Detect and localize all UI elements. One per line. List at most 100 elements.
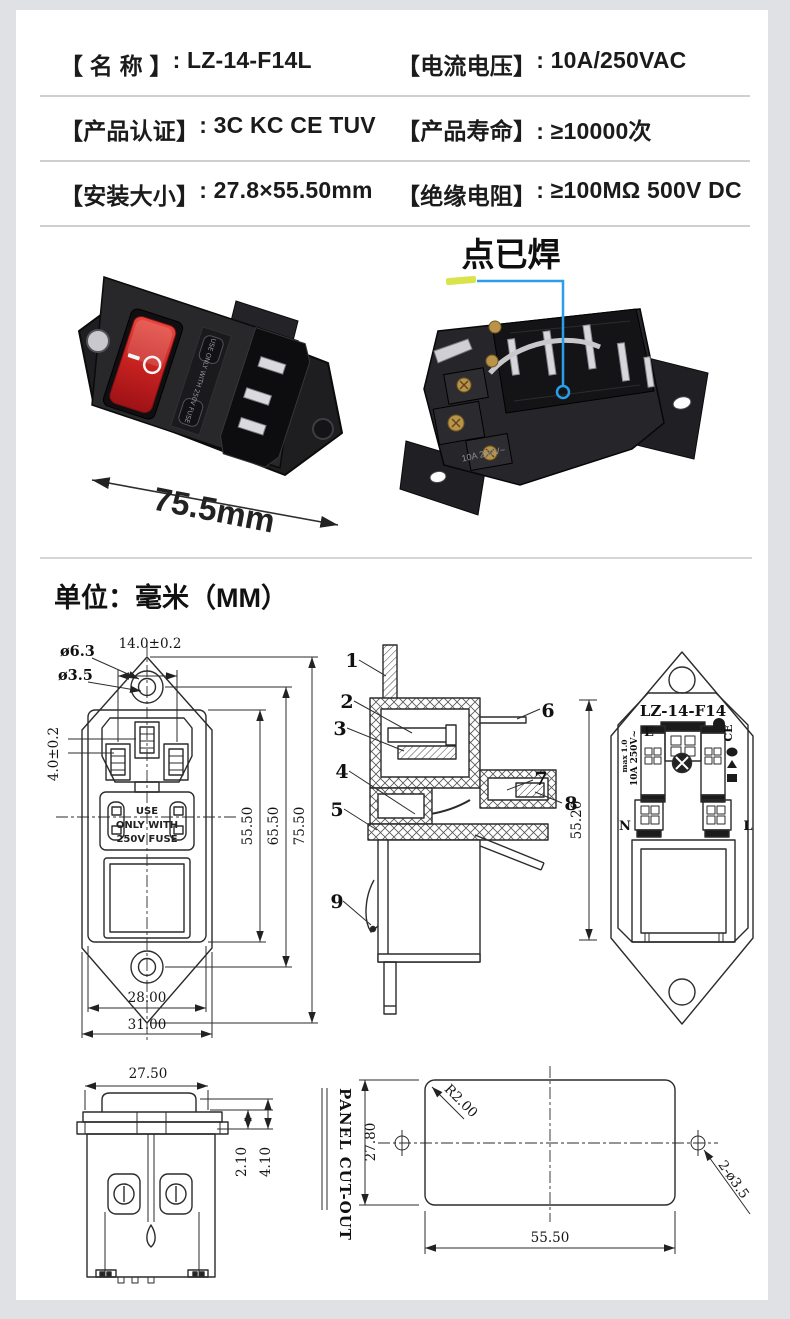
dim-label: ø6.3 xyxy=(60,643,95,660)
fuse-text-line: USE xyxy=(136,806,158,817)
product-photo-back: 10A 250V~ 点已焊 xyxy=(399,236,709,516)
rear-outline xyxy=(610,651,754,1025)
spec-label: 【产品认证】 xyxy=(60,117,200,144)
title-underline xyxy=(321,1088,328,1210)
rating-max-label: max 1.0 xyxy=(620,740,629,773)
callout-number: 3 xyxy=(333,718,346,740)
mounting-hole-icon xyxy=(429,470,447,484)
terminal-label-n: N xyxy=(619,819,631,834)
spec-cell: 【产品认证】 : 3C KC CE TUV xyxy=(40,112,397,146)
callout-number: 5 xyxy=(331,799,344,821)
switch-o-marking xyxy=(142,355,162,375)
front-view-outline xyxy=(81,656,213,1024)
section-outline xyxy=(365,644,557,1015)
fuse-warning-text: USE ONLY WITH 250V FUSE xyxy=(116,806,178,845)
photo-dimension-label: 75.5mm xyxy=(150,480,278,540)
spec-label: 【绝缘电阻】 xyxy=(397,182,537,209)
spec-label: 【 名 称 】 xyxy=(60,52,173,79)
inlet-pin-icon xyxy=(237,416,267,436)
ce-mark-label: CE xyxy=(722,724,735,741)
rocker-switch xyxy=(102,308,184,420)
spec-value: : 3C KC CE TUV xyxy=(199,111,376,138)
spec-value: : LZ-14-F14L xyxy=(172,46,312,73)
spec-value: : ≥100MΩ 500V DC xyxy=(536,176,742,203)
terminal-label-l: L xyxy=(743,819,752,834)
callout-number: 2 xyxy=(340,691,353,713)
callout-leader-line xyxy=(477,279,565,386)
inlet-pin-icon xyxy=(257,356,287,375)
callout-number: 6 xyxy=(541,700,554,722)
rear-model-label: LZ-14-F14 xyxy=(640,702,726,720)
spec-label: 【产品寿命】 xyxy=(397,117,537,144)
spec-row: 【安装大小】 : 27.8×55.50mm 【绝缘电阻】 : ≥100MΩ 50… xyxy=(40,162,750,227)
spec-table: 【 名 称 】 : LZ-14-F14L 【电流电压】 : 10A/250VAC… xyxy=(40,32,750,227)
solder-point-circle xyxy=(555,384,571,400)
dim-label: 4.10 xyxy=(258,1147,274,1177)
spec-label: 【安装大小】 xyxy=(60,182,200,209)
metal-link xyxy=(488,337,602,375)
dim-label: ø3.5 xyxy=(58,667,93,684)
callout-number: 4 xyxy=(335,761,348,783)
drawing-panel-cutout: PANEL CUT-OUT R2.00 27.80 55.50 2-ø3.5 xyxy=(321,1066,752,1254)
fuse-text-line: 250V FUSE xyxy=(116,834,177,845)
housing-edges xyxy=(509,320,641,402)
certification-logos-icon xyxy=(713,718,738,782)
dim-label: 27.50 xyxy=(129,1066,168,1082)
inlet-back-housing xyxy=(491,308,655,414)
screw-slots xyxy=(451,380,495,458)
drawing-front-view: USE ONLY WITH 250V FUSE 14.0±0.2 ø6.3 ø3… xyxy=(46,636,318,1040)
callout-number: 8 xyxy=(564,793,577,815)
spec-row: 【 名 称 】 : LZ-14-F14L 【电流电压】 : 10A/250VAC xyxy=(40,32,750,97)
dim-label: 55.50 xyxy=(240,807,256,846)
fuse-text-line: ONLY WITH xyxy=(116,820,178,831)
terminal-label-e: E xyxy=(644,725,654,740)
drawing-cross-section: 1 2 3 4 5 6 7 8 9 55.20 xyxy=(331,644,597,1015)
inlet-pin-icon xyxy=(243,387,273,406)
dim-label: 55.20 xyxy=(569,801,585,840)
mounting-hole-icon xyxy=(672,396,692,410)
solder-callout-label: 点已焊 xyxy=(462,236,561,273)
drawing-rear-view: LZ-14-F14 E N L 10A 250V~ max 1.0 CE xyxy=(610,651,754,1025)
dim-label: R2.00 xyxy=(441,1081,481,1121)
mounting-holes xyxy=(394,1130,706,1156)
spec-row: 【产品认证】 : 3C KC CE TUV 【产品寿命】 : ≥10000次 xyxy=(40,97,750,162)
units-heading: 单位：毫米（MM） xyxy=(54,583,288,613)
dim-label: 2-ø3.5 xyxy=(714,1158,752,1202)
spec-cell: 【 名 称 】 : LZ-14-F14L xyxy=(40,47,397,81)
section-divider xyxy=(40,557,752,559)
dim-label: 2.10 xyxy=(234,1147,250,1177)
front-view-dimensions: 14.0±0.2 ø6.3 ø3.5 4.0±0.2 55.50 65.50 7… xyxy=(46,636,318,1038)
spec-cell: 【产品寿命】 : ≥10000次 xyxy=(397,112,750,146)
switch-line-marking xyxy=(127,353,140,361)
cutout-rect xyxy=(424,1079,676,1206)
product-photo-front: USE ONLY WITH 250V FUSE 75.5mm xyxy=(78,275,343,540)
rating-label: 10A 250V~ xyxy=(630,730,640,786)
section-dimension: 55.20 xyxy=(569,699,597,941)
side-dimensions: 27.50 2.10 4.10 xyxy=(84,1066,274,1177)
spec-value: : 10A/250VAC xyxy=(536,46,687,73)
iec-inlet xyxy=(220,326,311,468)
spec-label: 【电流电压】 xyxy=(397,52,537,79)
product-photos: USE ONLY WITH 250V FUSE 75.5mm xyxy=(78,236,709,540)
callout-number: 9 xyxy=(331,891,344,913)
spec-value: : 27.8×55.50mm xyxy=(199,176,373,203)
dim-label: 4.0±0.2 xyxy=(46,727,62,781)
dim-label: 27.80 xyxy=(363,1123,379,1162)
highlight-mark-icon xyxy=(445,275,477,286)
section-callouts: 1 2 3 4 5 6 7 8 9 xyxy=(331,650,578,926)
callout-number: 7 xyxy=(534,768,547,790)
drawing-side-view: 27.50 2.10 4.10 xyxy=(76,1066,274,1284)
page-card: 【 名 称 】 : LZ-14-F14L 【电流电压】 : 10A/250VAC… xyxy=(16,10,768,1300)
mounting-hole-icon xyxy=(312,418,334,440)
callout-number: 1 xyxy=(345,650,358,672)
panel-cutout-title: PANEL CUT-OUT xyxy=(336,1088,354,1241)
center-lines xyxy=(378,1066,718,1222)
side-outline xyxy=(76,1092,229,1284)
dim-label: 31.00 xyxy=(128,1017,167,1033)
dim-label: 14.0±0.2 xyxy=(119,636,182,652)
mounting-hole-icon xyxy=(86,329,110,353)
dimension-line xyxy=(91,477,339,528)
dim-label: 75.50 xyxy=(292,807,308,846)
spec-cell: 【绝缘电阻】 : ≥100MΩ 500V DC xyxy=(397,177,750,211)
dim-label: 65.50 xyxy=(266,807,282,846)
